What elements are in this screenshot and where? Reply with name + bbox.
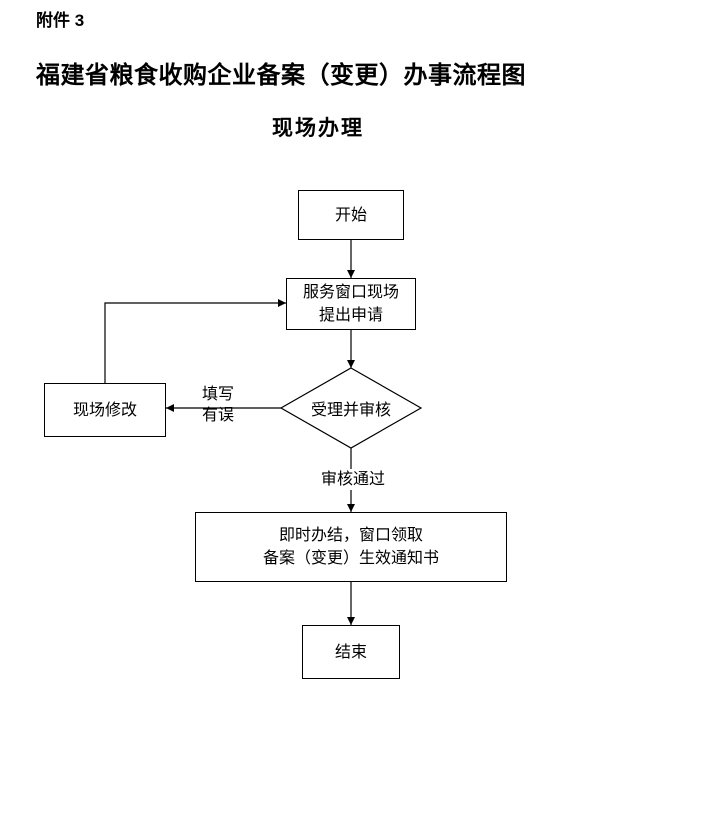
modify-node: 现场修改 [44,383,166,437]
result-node-line1: 即时办结，窗口领取 [278,527,423,544]
apply-node: 服务窗口现场 提出申请 [286,278,416,330]
review-diamond-label: 受理并审核 [310,402,391,419]
edge-label-pass-text: 审核通过 [320,471,385,488]
connector-modify-apply [104,299,286,383]
apply-node-line1: 服务窗口现场 [302,284,399,301]
page-subtitle: 现场办理 [272,115,364,140]
edge-label-error-line2: 有误 [201,407,234,424]
edge-label-error-line1: 填写 [201,386,234,403]
edge-label-pass: 审核通过 [311,469,395,490]
review-diamond: 受理并审核 [281,368,421,448]
page-title: 福建省粮食收购企业备案（变更）办事流程图 [36,62,526,89]
result-node: 即时办结，窗口领取 备案（变更）生效通知书 [195,512,507,582]
end-node: 结束 [302,625,400,679]
apply-node-line2: 提出申请 [318,307,383,324]
result-node-line2: 备案（变更）生效通知书 [262,550,439,567]
modify-node-label: 现场修改 [72,401,137,419]
start-node: 开始 [298,190,404,240]
edge-label-error: 填写 有误 [192,384,244,426]
start-node-label: 开始 [334,206,367,224]
end-node-label: 结束 [334,643,367,661]
attachment-label: 附件 3 [36,11,85,30]
